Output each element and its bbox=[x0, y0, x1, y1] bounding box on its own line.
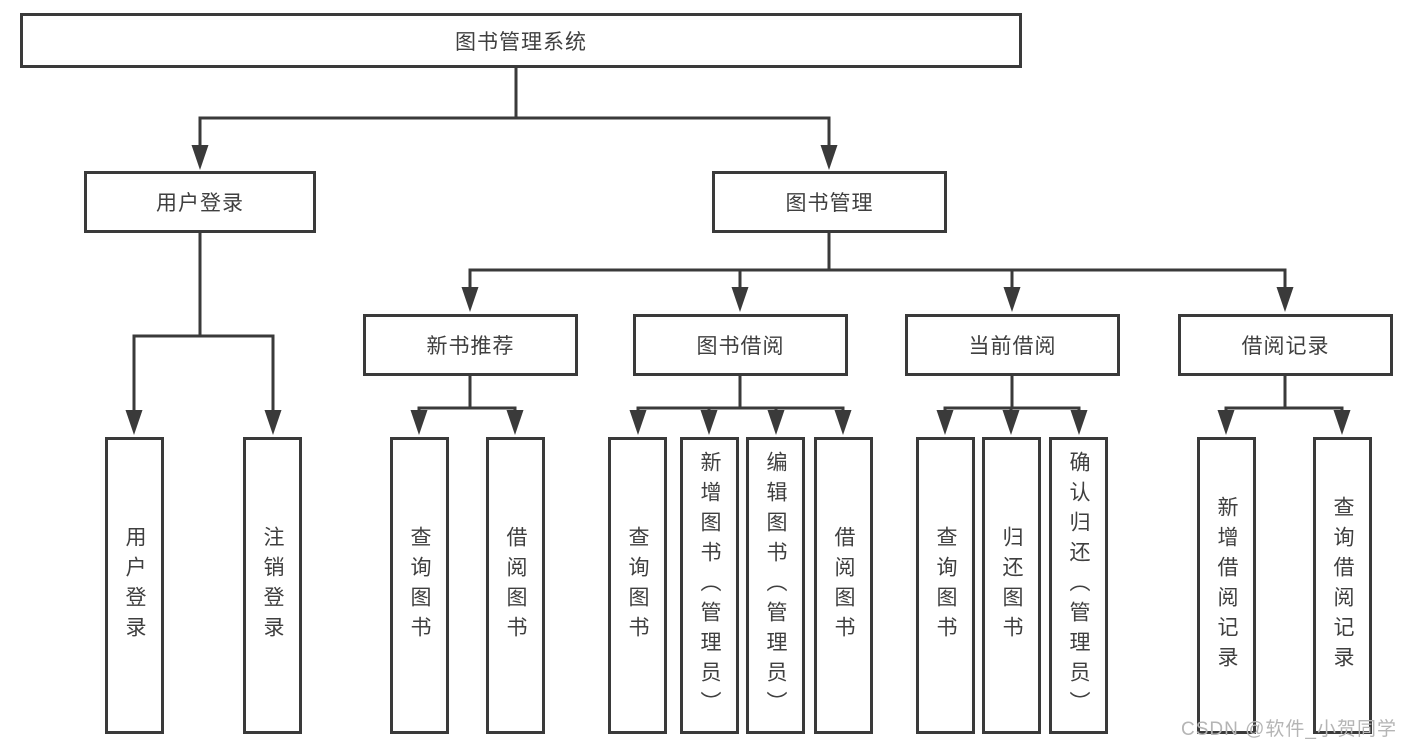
arrowhead-down-icon bbox=[731, 287, 749, 312]
leaf-borrow-books-recommend: 借阅图书 bbox=[486, 437, 545, 734]
leaf-borrow-books: 借阅图书 bbox=[814, 437, 873, 734]
node-label: 查询借阅记录 bbox=[1331, 495, 1355, 676]
leaf-query-books-recommend: 查询图书 bbox=[390, 437, 449, 734]
connector-bookmgmt-to-level3 bbox=[468, 233, 1287, 294]
arrowhead-down-icon bbox=[820, 145, 838, 170]
arrowhead-down-icon bbox=[410, 410, 428, 435]
arrowhead-down-icon bbox=[700, 410, 718, 435]
arrowheads bbox=[125, 145, 1351, 435]
connector-paths bbox=[132, 68, 1344, 417]
node-new-book-recommendation: 新书推荐 bbox=[363, 314, 578, 376]
arrowhead-down-icon bbox=[1217, 410, 1235, 435]
node-label: 借阅图书 bbox=[832, 525, 856, 646]
node-label: 当前借阅 bbox=[968, 335, 1057, 358]
leaf-query-borrowing-record: 查询借阅记录 bbox=[1313, 437, 1372, 734]
node-label: 编辑图书（管理员） bbox=[764, 450, 788, 721]
node-label: 新增图书（管理员） bbox=[698, 450, 722, 721]
node-library-management-system: 图书管理系统 bbox=[20, 13, 1022, 68]
leaf-logout: 注销登录 bbox=[243, 437, 302, 734]
leaf-add-borrowing-record: 新增借阅记录 bbox=[1197, 437, 1256, 734]
arrowhead-down-icon bbox=[1070, 410, 1088, 435]
arrowhead-down-icon bbox=[264, 410, 282, 435]
arrowhead-down-icon bbox=[834, 410, 852, 435]
node-current-borrowing: 当前借阅 bbox=[905, 314, 1120, 376]
node-book-borrowing: 图书借阅 bbox=[633, 314, 848, 376]
node-label: 借阅图书 bbox=[504, 525, 528, 646]
node-label: 图书管理系统 bbox=[455, 30, 587, 54]
node-label: 查询图书 bbox=[934, 525, 958, 646]
leaf-user-login: 用户登录 bbox=[105, 437, 164, 734]
node-label: 新增借阅记录 bbox=[1215, 495, 1239, 676]
arrowhead-down-icon bbox=[629, 410, 647, 435]
connector-borrowrecords-to-leaves bbox=[1224, 376, 1344, 417]
node-label: 图书借阅 bbox=[696, 335, 785, 358]
leaf-add-books-admin: 新增图书（管理员） bbox=[680, 437, 739, 734]
node-label: 新书推荐 bbox=[426, 335, 515, 358]
node-label: 用户登录 bbox=[123, 525, 147, 646]
arrowhead-down-icon bbox=[1003, 287, 1021, 312]
node-label: 注销登录 bbox=[261, 525, 285, 646]
connector-newbook-to-leaves bbox=[417, 376, 517, 417]
watermark: CSDN @软件_小贺同学 bbox=[1181, 719, 1397, 740]
node-label: 借阅记录 bbox=[1241, 335, 1330, 358]
arrowhead-down-icon bbox=[1276, 287, 1294, 312]
arrowhead-down-icon bbox=[461, 287, 479, 312]
node-user-login: 用户登录 bbox=[84, 171, 316, 233]
connector-root-to-level2 bbox=[198, 68, 831, 152]
leaf-query-books-current: 查询图书 bbox=[916, 437, 975, 734]
node-label: 查询图书 bbox=[626, 525, 650, 646]
leaf-confirm-return-admin: 确认归还（管理员） bbox=[1049, 437, 1108, 734]
node-label: 图书管理 bbox=[785, 192, 874, 215]
arrowhead-down-icon bbox=[191, 145, 209, 170]
arrowhead-down-icon bbox=[936, 410, 954, 435]
node-book-management: 图书管理 bbox=[712, 171, 947, 233]
node-label: 查询图书 bbox=[408, 525, 432, 646]
connector-bookborrow-to-leaves bbox=[636, 376, 845, 417]
leaf-query-books-borrowing: 查询图书 bbox=[608, 437, 667, 734]
arrowhead-down-icon bbox=[506, 410, 524, 435]
leaf-return-books: 归还图书 bbox=[982, 437, 1041, 734]
node-borrowing-records: 借阅记录 bbox=[1178, 314, 1393, 376]
arrowhead-down-icon bbox=[767, 410, 785, 435]
leaf-edit-books-admin: 编辑图书（管理员） bbox=[746, 437, 805, 734]
node-label: 归还图书 bbox=[1000, 525, 1024, 646]
arrowhead-down-icon bbox=[1333, 410, 1351, 435]
arrowhead-down-icon bbox=[1002, 410, 1020, 435]
node-label: 确认归还（管理员） bbox=[1067, 450, 1091, 721]
node-label: 用户登录 bbox=[156, 192, 244, 215]
arrowhead-down-icon bbox=[125, 410, 143, 435]
connector-userlogin-to-leaves bbox=[132, 233, 275, 417]
